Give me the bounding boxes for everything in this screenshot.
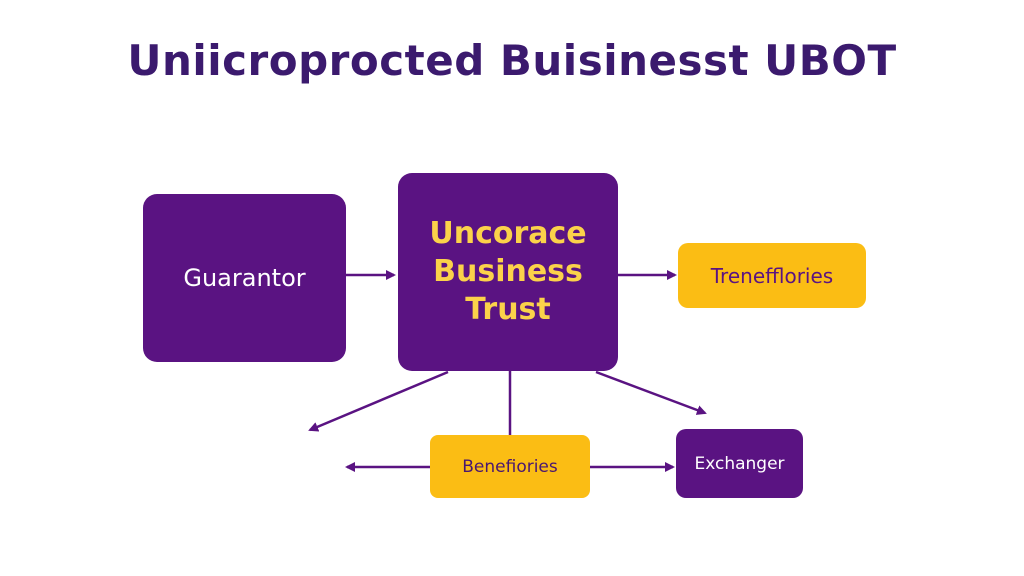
node-benefiories: Benefiories [430,435,590,498]
node-guarantor-label: Guarantor [183,264,306,292]
node-exchanger: Exchanger [676,429,803,498]
node-trenefiories-label: Trenefflories [710,263,834,288]
node-benefiories-label: Benefiories [462,456,558,477]
node-exchanger-label: Exchanger [694,453,785,474]
node-trust: Uncorace Business Trust [398,173,618,371]
node-trust-label: Uncorace Business Trust [429,216,587,327]
arrow-trust-to-lower-left [308,370,449,432]
node-guarantor: Guarantor [143,194,346,362]
arrow-trust-to-exchanger [595,370,707,415]
diagram-title: Uniicroprocted Buisinesst UBOT [127,36,897,85]
node-trenefiories: Trenefflories [678,243,866,308]
